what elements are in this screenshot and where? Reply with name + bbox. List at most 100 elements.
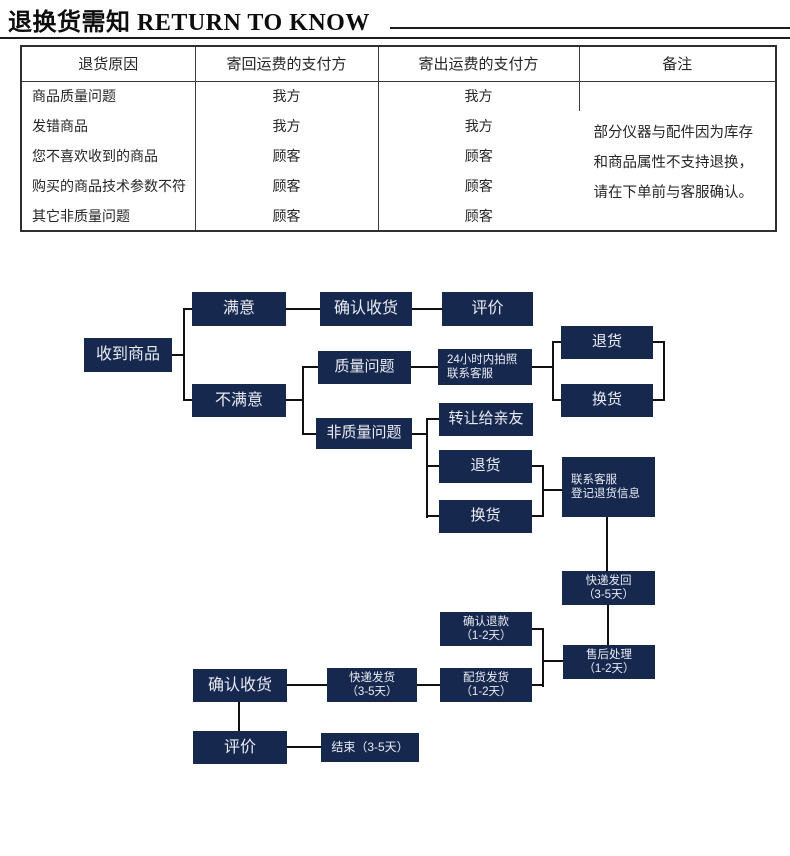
cell-reason: 您不喜欢收到的商品 — [21, 141, 196, 171]
flow-connector — [286, 399, 304, 401]
flow-node-return-1: 退货 — [561, 326, 653, 359]
flow-connector — [532, 366, 554, 368]
flow-connector — [532, 684, 544, 686]
flow-node-courier-return-line1: 快递发回 — [585, 574, 632, 587]
flow-connector — [552, 341, 561, 343]
table-row: 您不喜欢收到的商品 顾客 顾客 — [21, 141, 776, 171]
flow-node-return-2: 退货 — [439, 450, 532, 483]
flow-connector — [411, 366, 438, 368]
flow-node-exchange-1: 换货 — [561, 384, 653, 417]
flow-node-received: 收到商品 — [84, 338, 172, 372]
flow-connector — [183, 308, 185, 401]
title-underline — [0, 37, 790, 39]
flow-node-confirm-refund-line2: （1-2天） — [460, 630, 512, 642]
flow-node-exchange-2: 换货 — [439, 500, 532, 533]
flow-connector — [653, 341, 665, 343]
table-remark-cell: 部分仪器与配件因为库存和商品属性不支持退换，请在下单前与客服确认。 — [593, 124, 754, 201]
flow-connector — [606, 517, 608, 571]
flow-node-confirm-refund: 确认退款 （1-2天） — [440, 612, 532, 646]
cell-reason: 其它非质量问题 — [21, 201, 196, 231]
cell-return-payer: 顾客 — [195, 141, 379, 171]
flow-connector — [542, 628, 544, 687]
flow-connector — [412, 433, 428, 435]
flow-connector — [532, 465, 544, 467]
flow-connector — [238, 702, 240, 731]
flow-connector — [183, 399, 192, 401]
table-row: 购买的商品技术参数不符 顾客 顾客 — [21, 171, 776, 201]
flow-connector — [532, 515, 544, 517]
flow-connector — [286, 308, 320, 310]
flow-node-allocate-ship-line1: 配货发货 — [463, 671, 509, 684]
flow-connector — [552, 399, 561, 401]
flow-node-after-sales-line1: 售后处理 — [586, 648, 632, 661]
cell-reason: 发错商品 — [21, 111, 196, 141]
flow-connector — [183, 308, 192, 310]
cell-outbound-payer: 顾客 — [464, 148, 493, 164]
cell-return-payer: 我方 — [195, 111, 379, 141]
flow-connector — [426, 465, 439, 467]
flow-node-quality-issue: 质量问题 — [318, 351, 411, 384]
flow-connector — [542, 660, 563, 662]
flow-connector — [412, 308, 442, 310]
flow-connector — [426, 418, 428, 518]
header-reason: 退货原因 — [21, 46, 196, 82]
return-policy-table: 退货原因 寄回运费的支付方 寄出运费的支付方 备注 商品质量问题 我方 我方 部… — [20, 45, 777, 232]
flow-node-non-quality-issue: 非质量问题 — [316, 418, 412, 449]
flow-node-confirm-receipt-top: 确认收货 — [320, 292, 412, 326]
flow-connector — [653, 399, 665, 401]
title-rule-right — [390, 27, 790, 29]
flow-node-review-top: 评价 — [442, 292, 533, 326]
flow-connector — [287, 746, 321, 748]
cell-outbound-payer: 我方 — [464, 118, 493, 134]
flow-node-satisfied: 满意 — [192, 292, 286, 326]
flow-node-after-sales-line2: （1-2天） — [583, 663, 635, 675]
flow-node-photo-24h-line1: 24小时内拍照 — [447, 353, 518, 366]
flow-node-unsatisfied: 不满意 — [192, 384, 286, 417]
page-title-zh: 退换货需知 — [8, 10, 131, 36]
flow-connector — [302, 433, 316, 435]
flow-connector — [287, 684, 327, 686]
flow-node-photo-24h: 24小时内拍照 联系客服 — [438, 349, 532, 385]
flow-connector — [172, 354, 184, 356]
cell-return-payer: 我方 — [195, 81, 379, 111]
table-row: 商品质量问题 我方 我方 部分仪器与配件因为库存和商品属性不支持退换，请在下单前… — [21, 81, 776, 201]
flow-node-confirm-refund-line1: 确认退款 — [463, 615, 509, 628]
cell-outbound-payer: 顾客 — [464, 178, 493, 194]
header-return-payer: 寄回运费的支付方 — [195, 46, 379, 82]
cell-outbound-payer: 我方 — [378, 81, 580, 111]
flow-node-allocate-ship: 配货发货 （1-2天） — [440, 668, 532, 702]
flow-connector — [426, 418, 439, 420]
flow-connector — [542, 489, 562, 491]
cell-return-payer: 顾客 — [195, 171, 379, 201]
flow-node-contact-cs-line1: 联系客服 — [571, 473, 617, 486]
flow-node-transfer-friend: 转让给亲友 — [439, 403, 533, 436]
flow-node-review-bottom: 评价 — [193, 731, 287, 764]
flow-connector — [663, 341, 665, 401]
header-outbound-payer: 寄出运费的支付方 — [378, 46, 580, 82]
flow-node-courier-ship-line2: （3-5天） — [346, 686, 398, 698]
flow-node-courier-return: 快递发回 （3-5天） — [562, 571, 655, 605]
table-row: 发错商品 我方 我方 — [21, 111, 776, 141]
flow-node-courier-ship: 快递发货 （3-5天） — [327, 668, 417, 702]
cell-reason: 购买的商品技术参数不符 — [21, 171, 196, 201]
flow-node-contact-cs-line2: 登记退货信息 — [571, 488, 640, 500]
flow-node-contact-cs: 联系客服 登记退货信息 — [562, 457, 655, 517]
flow-node-courier-return-line2: （3-5天） — [582, 589, 635, 601]
cell-outbound-payer: 顾客 — [464, 207, 493, 224]
flow-node-photo-24h-line2: 联系客服 — [447, 368, 493, 380]
flow-connector — [552, 341, 554, 401]
cell-reason: 商品质量问题 — [21, 81, 196, 111]
page-title-en: RETURN TO KNOW — [137, 10, 370, 36]
table-header-row: 退货原因 寄回运费的支付方 寄出运费的支付方 备注 — [21, 46, 776, 82]
flow-node-courier-ship-line1: 快递发货 — [349, 671, 395, 684]
flow-node-confirm-receipt-bottom: 确认收货 — [193, 669, 287, 702]
flow-node-after-sales: 售后处理 （1-2天） — [563, 645, 655, 679]
flow-connector — [417, 684, 440, 686]
flow-connector — [426, 515, 439, 517]
cell-return-payer: 顾客 — [195, 201, 379, 231]
flow-node-end: 结束（3-5天） — [321, 733, 419, 762]
flow-connector — [302, 366, 318, 368]
flow-node-allocate-ship-line2: （1-2天） — [460, 686, 512, 698]
table-row: 其它非质量问题 顾客 顾客 — [21, 201, 776, 231]
